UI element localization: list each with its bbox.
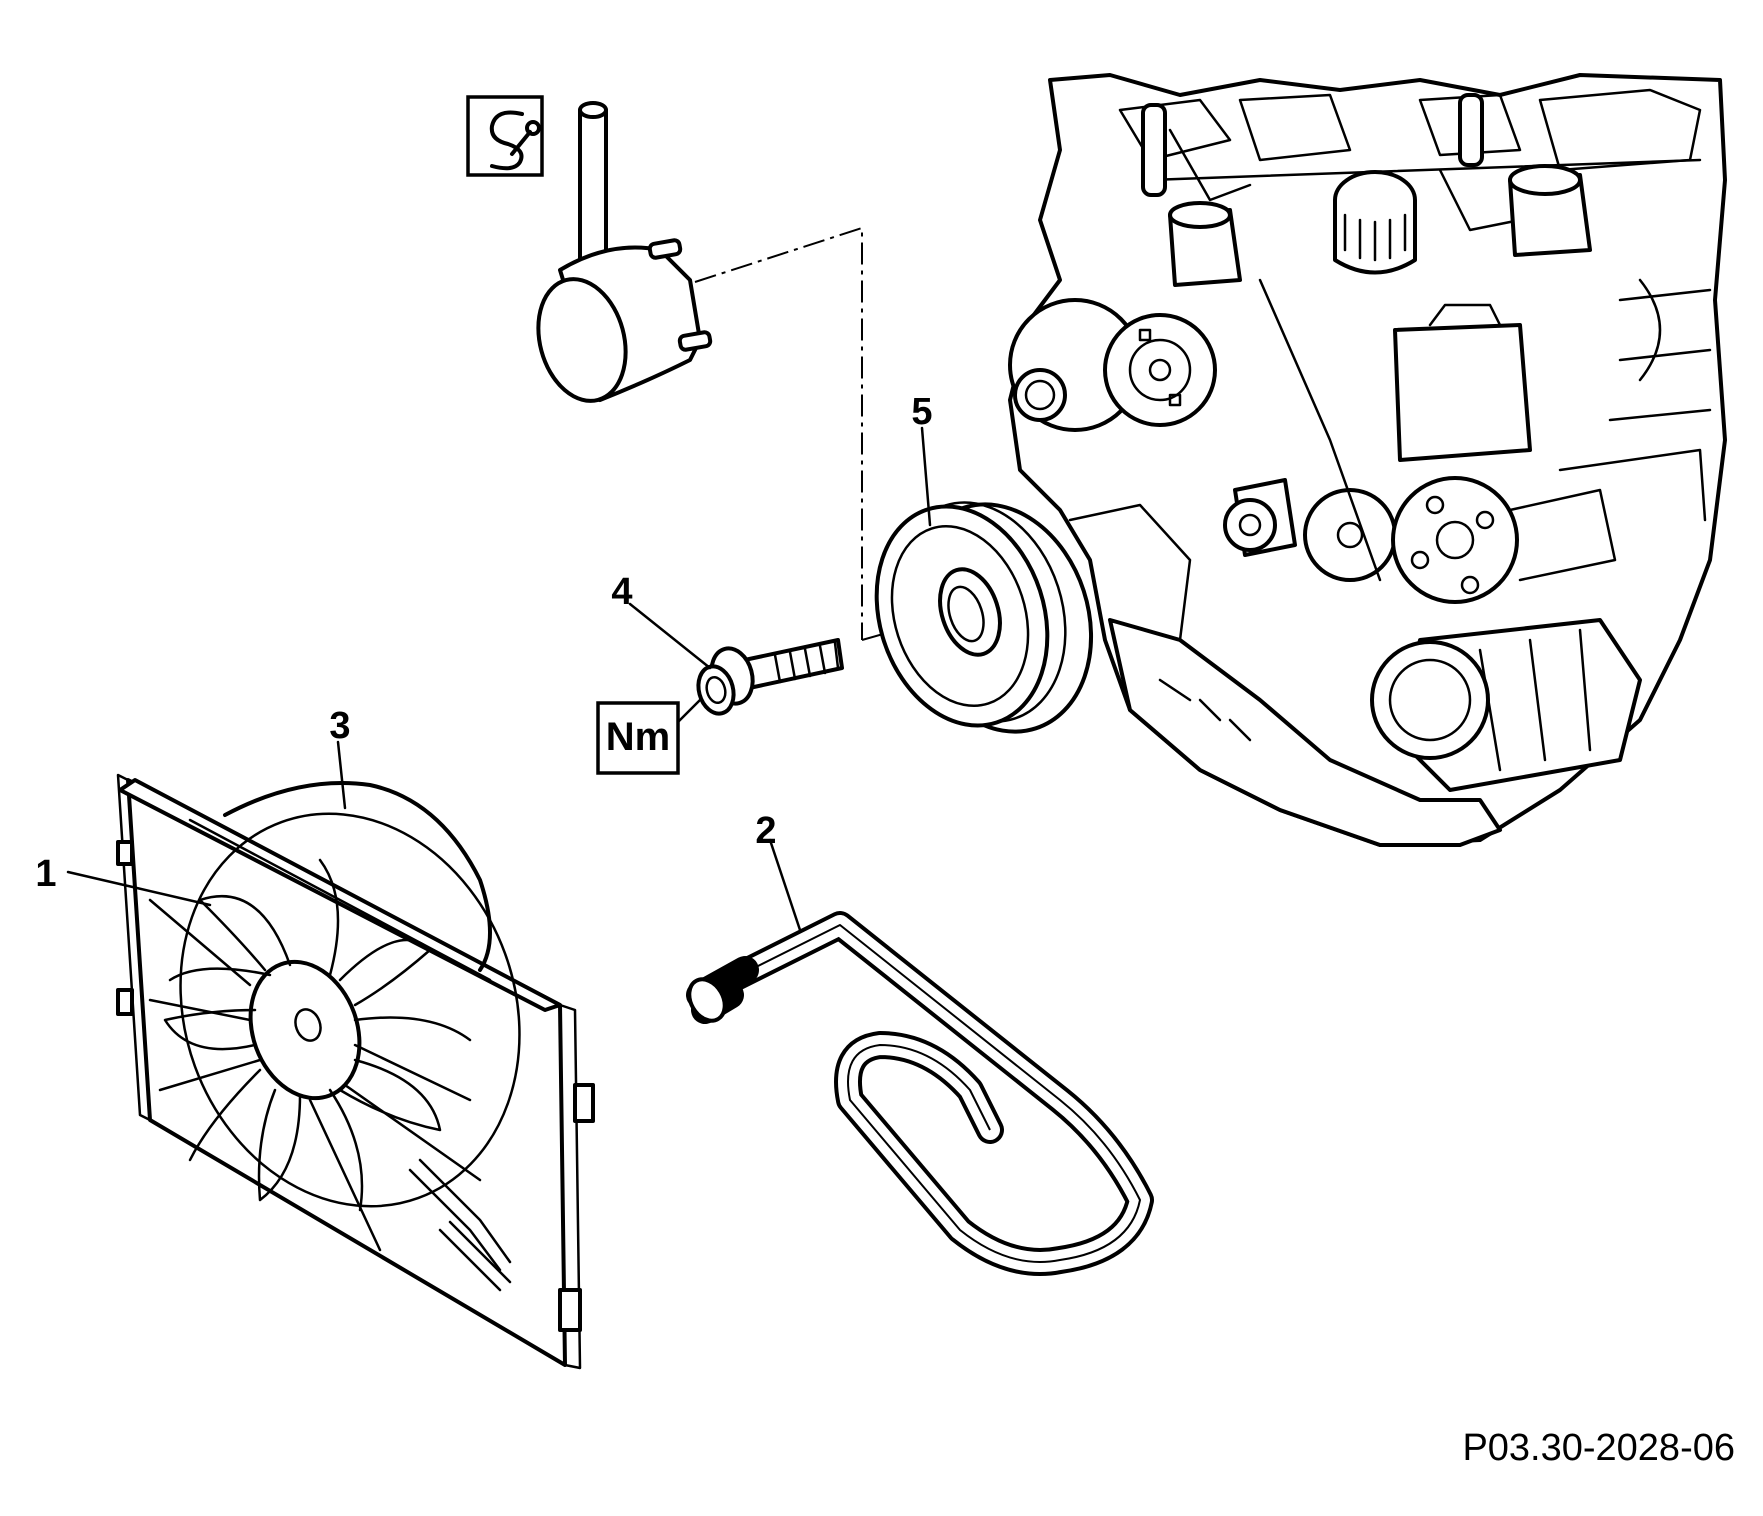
callout-3: 3	[329, 705, 350, 747]
fan-shroud-assembly	[116, 773, 595, 1370]
engine-assembly	[1008, 73, 1727, 847]
callout-2: 2	[755, 810, 776, 852]
torque-leader	[676, 698, 702, 724]
special-tool-icon	[466, 95, 544, 177]
callout-1: 1	[35, 853, 56, 895]
leader-2	[768, 838, 802, 932]
callout-4: 4	[611, 571, 632, 613]
torque-box: Nm	[596, 701, 680, 775]
figure-reference: P03.30-2028-06	[1462, 1427, 1735, 1469]
pulley-bolt	[696, 638, 844, 716]
leader-1	[66, 870, 212, 907]
special-tool	[536, 101, 713, 403]
leader-5	[920, 426, 932, 527]
poly-v-belt	[686, 911, 1154, 1276]
leader-3	[336, 740, 347, 810]
torque-label: Nm	[606, 715, 670, 759]
crankshaft-pulley	[874, 501, 1094, 734]
callout-5: 5	[911, 391, 932, 433]
leader-4	[628, 602, 712, 670]
